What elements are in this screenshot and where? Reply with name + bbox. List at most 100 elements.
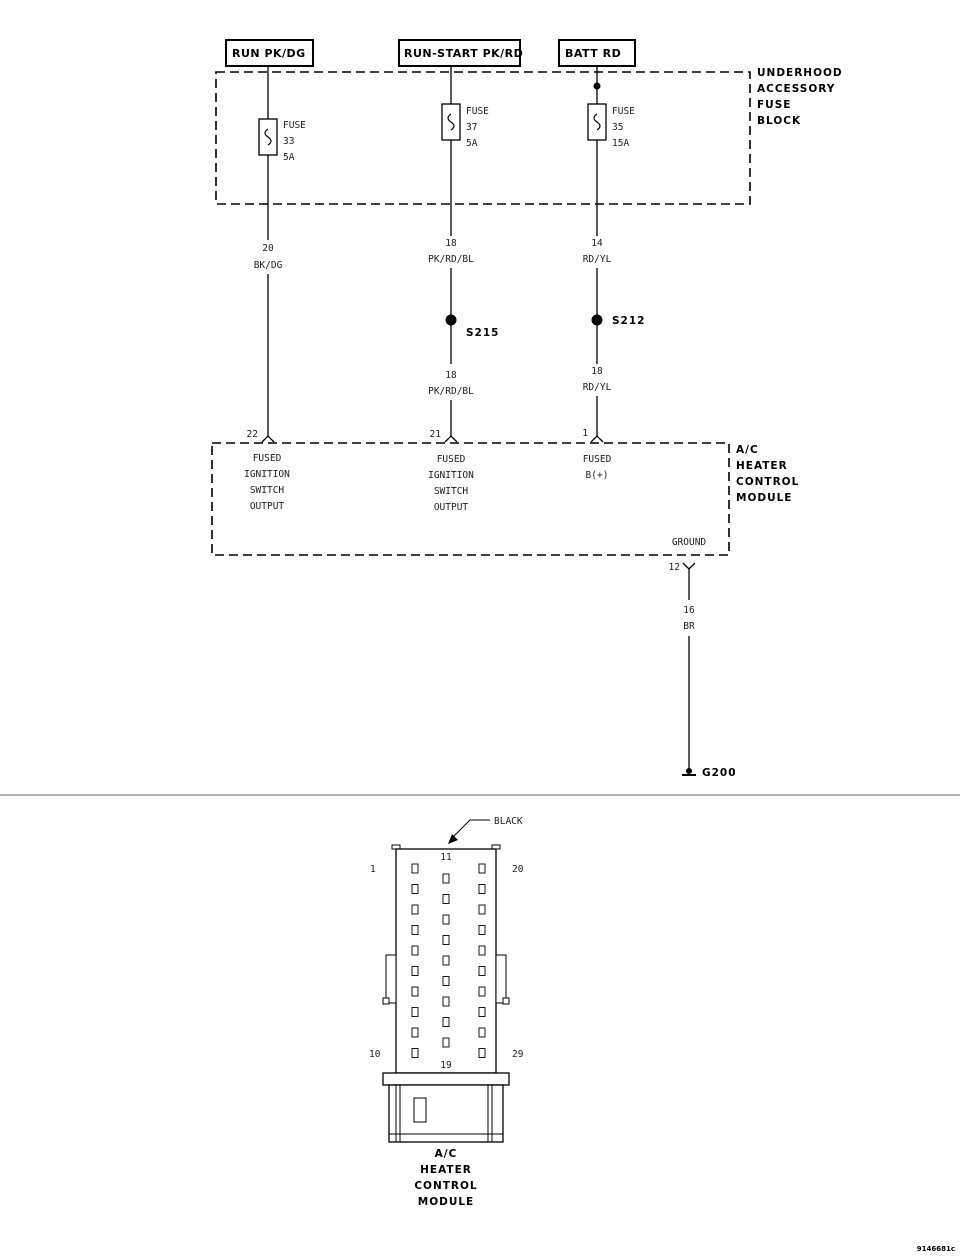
svg-text:B(+): B(+) (586, 470, 609, 481)
module-ground-label: GROUND (672, 537, 707, 548)
svg-text:16: 16 (683, 605, 695, 616)
connector-cavity (478, 966, 486, 976)
splice-s212-label: S212 (612, 315, 645, 327)
connector-pin-20-label: 20 (512, 864, 524, 875)
ground-symbol (682, 768, 696, 776)
pin-21-function: FUSED IGNITION SWITCH OUTPUT (428, 454, 474, 513)
pin-1-number: 1 (582, 428, 588, 439)
svg-text:BR: BR (683, 621, 695, 632)
pin-21-number: 21 (430, 429, 442, 440)
svg-text:CONTROL: CONTROL (414, 1180, 477, 1192)
connector-cavity (442, 873, 450, 884)
svg-text:18: 18 (445, 238, 457, 249)
connector-color-label: BLACK (494, 816, 523, 827)
wire-label-18-pkrdbl-lower: 18 PK/RD/BL (428, 370, 474, 397)
svg-text:5A: 5A (466, 138, 478, 149)
batt-junction-dot (593, 82, 601, 90)
connector-cavity (442, 894, 450, 904)
connector-pin-12-symbol (682, 562, 696, 570)
connector-cavity (442, 976, 450, 986)
power-source-batt-label: BATT RD (565, 47, 621, 60)
fuse-block-outline (215, 71, 751, 205)
svg-text:SWITCH: SWITCH (250, 485, 285, 496)
figure-id: 9146681c (917, 1245, 955, 1253)
connector-pin-29-label: 29 (512, 1049, 524, 1060)
pin-22-number: 22 (247, 429, 258, 440)
connector-cavity (442, 1037, 450, 1048)
connector-pin-21-symbol (444, 435, 458, 443)
svg-text:BLOCK: BLOCK (757, 115, 801, 127)
connector-cavity (442, 1017, 450, 1027)
fuse-35-symbol (587, 103, 607, 141)
fuse-33-symbol (258, 118, 278, 156)
connector-cavities (411, 863, 486, 1058)
connector-body (382, 844, 510, 1143)
wire-label-18-rdyl: 18 RD/YL (583, 366, 612, 393)
fuse-block-title: UNDERHOOD ACCESSORY FUSE BLOCK (757, 67, 843, 127)
wire-label-14-rdyl: 14 RD/YL (583, 238, 612, 265)
connector-cavity (442, 914, 450, 925)
connector-cavity (411, 986, 419, 997)
svg-text:FUSE: FUSE (757, 99, 791, 111)
svg-text:IGNITION: IGNITION (428, 470, 474, 481)
svg-text:BK/DG: BK/DG (254, 260, 283, 271)
connector-cavity (478, 945, 486, 956)
power-source-batt: BATT RD (558, 39, 636, 67)
power-source-run-start: RUN-START PK/RD (398, 39, 523, 67)
svg-text:PK/RD/BL: PK/RD/BL (428, 386, 474, 397)
svg-text:5A: 5A (283, 152, 295, 163)
fuse-37-label: FUSE 37 5A (466, 106, 489, 149)
svg-text:14: 14 (591, 238, 603, 249)
svg-text:MODULE: MODULE (736, 492, 792, 504)
svg-text:15A: 15A (612, 138, 629, 149)
svg-text:FUSED: FUSED (583, 454, 612, 465)
svg-text:FUSED: FUSED (253, 453, 282, 464)
connector-pin-1-symbol (590, 435, 604, 443)
power-source-run-start-label: RUN-START PK/RD (404, 47, 523, 60)
svg-text:PK/RD/BL: PK/RD/BL (428, 254, 474, 265)
connector-cavity (478, 925, 486, 935)
connector-cavity (478, 863, 486, 874)
connector-cavity (478, 884, 486, 894)
connector-pin-11-label: 11 (440, 852, 452, 863)
power-source-run: RUN PK/DG (225, 39, 314, 67)
svg-text:HEATER: HEATER (736, 460, 788, 472)
svg-text:UNDERHOOD: UNDERHOOD (757, 67, 843, 79)
svg-text:CONTROL: CONTROL (736, 476, 799, 488)
svg-text:SWITCH: SWITCH (434, 486, 469, 497)
pin-22-function: FUSED IGNITION SWITCH OUTPUT (244, 453, 290, 512)
wire-label-16-br: 16 BR (683, 605, 695, 632)
svg-text:A/C: A/C (435, 1148, 458, 1160)
svg-text:20: 20 (262, 243, 274, 254)
pin-1-function: FUSED B(+) (583, 454, 612, 481)
ground-g200-label: G200 (702, 767, 737, 779)
svg-text:18: 18 (591, 366, 603, 377)
fuse-37-symbol (441, 103, 461, 141)
connector-cavity (478, 904, 486, 915)
svg-text:OUTPUT: OUTPUT (250, 501, 285, 512)
connector-pin-19-label: 19 (440, 1060, 452, 1071)
wire-label-18-pkrdbl-upper: 18 PK/RD/BL (428, 238, 474, 265)
connector-cavity (478, 1027, 486, 1038)
svg-text:35: 35 (612, 122, 623, 133)
connector-cavity (442, 996, 450, 1007)
connector-cavity (411, 904, 419, 915)
svg-text:18: 18 (445, 370, 457, 381)
connector-pin-22-symbol (261, 435, 275, 443)
svg-text:FUSED: FUSED (437, 454, 466, 465)
splice-s215-label: S215 (466, 327, 499, 339)
fuse-35-label: FUSE 35 15A (612, 106, 635, 149)
connector-cavity (411, 1048, 419, 1058)
svg-text:ACCESSORY: ACCESSORY (757, 83, 835, 95)
power-source-run-label: RUN PK/DG (232, 47, 306, 60)
svg-text:33: 33 (283, 136, 294, 147)
svg-text:OUTPUT: OUTPUT (434, 502, 469, 513)
svg-text:A/C: A/C (736, 444, 759, 456)
connector-pin-10-label: 10 (369, 1049, 381, 1060)
svg-text:RD/YL: RD/YL (583, 254, 612, 265)
module-title: A/C HEATER CONTROL MODULE (736, 444, 799, 504)
svg-text:IGNITION: IGNITION (244, 469, 290, 480)
svg-text:RD/YL: RD/YL (583, 382, 612, 393)
connector-cavity (411, 884, 419, 894)
